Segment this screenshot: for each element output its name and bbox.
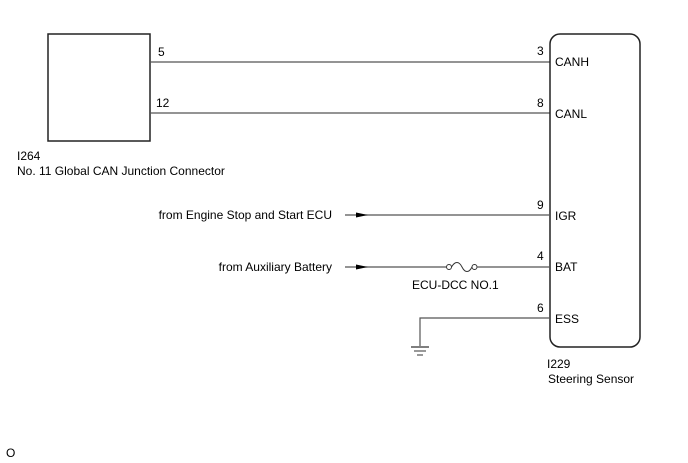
- junction-pin-5: 5: [158, 45, 165, 59]
- sensor-pin-3: 3: [537, 44, 544, 58]
- sensor-pin-6: 6: [537, 301, 544, 315]
- terminal-canl: CANL: [555, 107, 587, 121]
- fuse-label: ECU-DCC NO.1: [412, 278, 499, 292]
- sensor-pin-8: 8: [537, 96, 544, 110]
- footer-mark: O: [6, 446, 15, 460]
- junction-connector-name: No. 11 Global CAN Junction Connector: [17, 164, 225, 178]
- steering-sensor-code: I229: [547, 357, 571, 371]
- terminal-igr: IGR: [555, 209, 577, 223]
- bat-arrow-icon: [356, 264, 368, 270]
- sensor-pin-4: 4: [537, 249, 544, 263]
- igr-source-label: from Engine Stop and Start ECU: [159, 208, 332, 222]
- terminal-canh: CANH: [555, 55, 589, 69]
- ess-wire: [419, 317, 550, 346]
- steering-sensor-name: Steering Sensor: [548, 372, 634, 386]
- ground-icon: [411, 346, 429, 356]
- junction-pin-12: 12: [156, 96, 170, 110]
- steering-sensor-box: [549, 33, 641, 348]
- terminal-bat: BAT: [555, 260, 578, 274]
- bat-source-label: from Auxiliary Battery: [219, 260, 332, 274]
- junction-connector-code: I264: [17, 149, 41, 163]
- junction-connector-box: [47, 33, 151, 142]
- sensor-pin-9: 9: [537, 198, 544, 212]
- fuse-icon: [446, 262, 478, 272]
- terminal-ess: ESS: [555, 312, 579, 326]
- igr-arrow-icon: [356, 212, 368, 218]
